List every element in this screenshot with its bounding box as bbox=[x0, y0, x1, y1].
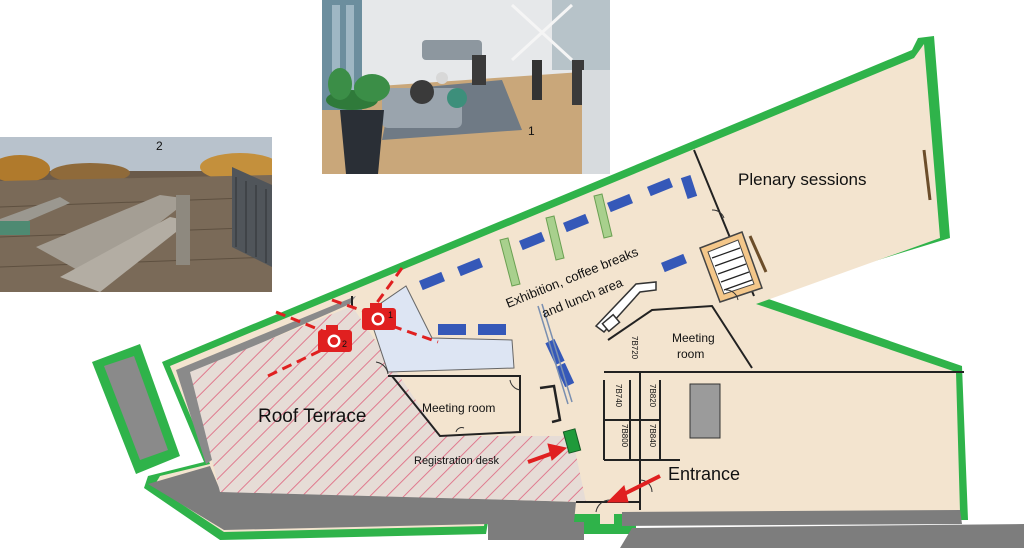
left-annex bbox=[92, 344, 180, 474]
camera-number-1: 1 bbox=[388, 310, 393, 320]
structural-walls bbox=[148, 296, 1024, 548]
meeting-room-left-label: Meeting room bbox=[422, 401, 495, 415]
interior-photo: 1 bbox=[322, 0, 610, 174]
camera-number-2: 2 bbox=[342, 339, 347, 349]
roof-terrace-label: Roof Terrace bbox=[258, 406, 366, 427]
room-code: 7B740 bbox=[614, 384, 623, 408]
plenary-label: Plenary sessions bbox=[738, 170, 867, 189]
camera-icon-2 bbox=[318, 325, 352, 352]
room-code: 7B840 bbox=[648, 424, 657, 448]
camera-icon-1 bbox=[362, 303, 396, 330]
plenary-fixtures bbox=[748, 149, 932, 273]
staircase bbox=[699, 231, 763, 303]
room-code: 7B720 bbox=[630, 336, 639, 360]
entrance-label: Entrance bbox=[668, 464, 740, 484]
roof-terrace-area bbox=[190, 306, 586, 502]
coffee-stations bbox=[499, 193, 613, 287]
meeting-room-right-label-2: room bbox=[677, 347, 704, 361]
registration-desk bbox=[562, 428, 582, 454]
registration-label: Registration desk bbox=[414, 455, 499, 467]
exhibition-booths bbox=[419, 174, 698, 388]
photo-number-1: 1 bbox=[528, 124, 535, 138]
meeting-room-right-label: Meeting bbox=[672, 331, 715, 345]
room-code: 7B820 bbox=[648, 384, 657, 408]
photo-number-2: 2 bbox=[156, 139, 163, 153]
barrier bbox=[539, 384, 562, 424]
counter bbox=[594, 281, 657, 334]
room-code: 7B800 bbox=[620, 424, 629, 448]
terrace-photo: 2 bbox=[0, 137, 272, 292]
arrows bbox=[527, 443, 661, 503]
glass-partition bbox=[537, 303, 573, 405]
